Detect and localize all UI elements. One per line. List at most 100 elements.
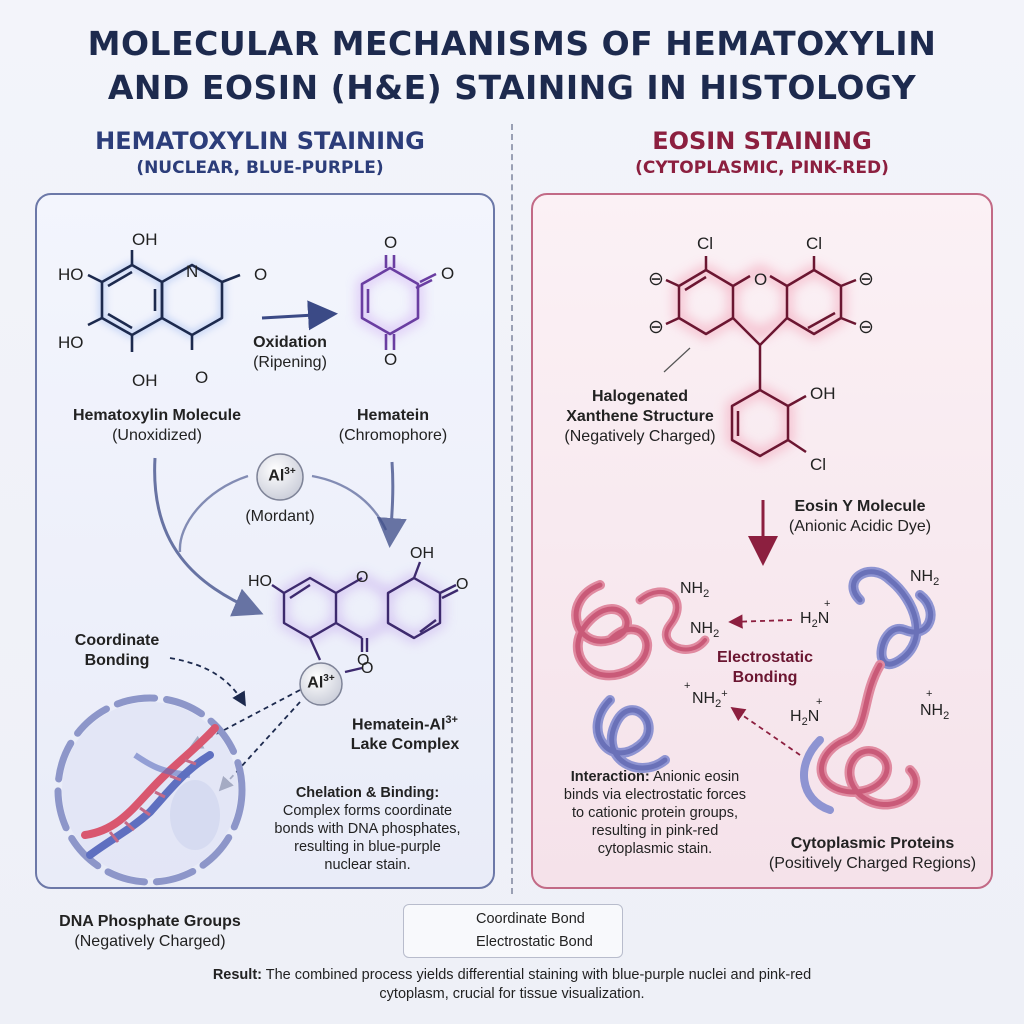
electrostatic-line2: Bonding [732, 669, 798, 686]
hematein-to-complex-arrow [376, 461, 407, 548]
complex-label: Hematein-Al3+ Lake Complex [330, 710, 480, 755]
xanthene-label: Halogenated Xanthene Structure (Negative… [540, 387, 740, 447]
mordant-note: (Mordant) [245, 508, 315, 525]
mordant-ion-circle [256, 453, 304, 501]
chelation-description: Chelation & Binding: Complex forms coord… [255, 784, 480, 874]
interaction-line-5: cytoplasmic stain. [597, 841, 713, 857]
hematein-name: Hematein [356, 407, 430, 424]
amine-group-2-text: NH2 [690, 620, 720, 641]
dna-label: DNA Phosphate Groups (Negatively Charged… [30, 912, 270, 952]
hematein-label: Hematein (Chromophore) [318, 406, 468, 446]
amine-group-2: NH2 [690, 620, 719, 640]
interaction-line-1: Anionic eosin [649, 769, 740, 785]
hematoxylin-title: HEMATOXYLIN STAINING [95, 127, 425, 155]
proteins-note: (Positively Charged Regions) [768, 855, 977, 872]
xanthene-line1: Halogenated [591, 388, 688, 405]
complex-structure [271, 561, 459, 706]
eosin-atom-cl-left: Cl [697, 234, 714, 253]
complex-ion-label: Al3+ [301, 673, 341, 692]
hematein-atom-o-right: O [441, 264, 455, 283]
atom-o-keto: O [254, 265, 268, 284]
complex-atom-o-keto: O [456, 576, 469, 593]
interaction-heading: Interaction: [570, 769, 650, 785]
electrostatic-bonding-label: Electrostatic Bonding [700, 648, 830, 688]
hematein-atom-o-top: O [384, 233, 398, 252]
interaction-line-2: binds via electrostatic forces [563, 787, 747, 803]
charge-symbol-2: ⊖ [648, 317, 664, 338]
nucleus-illustration [54, 694, 246, 886]
eosin-molecule-note: (Anionic Acidic Dye) [788, 518, 932, 535]
legend-electrostatic: Electrostatic Bond [476, 934, 593, 950]
eosin-molecule-label: Eosin Y Molecule (Anionic Acidic Dye) [760, 497, 960, 537]
result-label: Result: [212, 967, 262, 983]
protein-coils [571, 566, 936, 814]
amine-group-3-text: NH2 [910, 568, 940, 589]
eosin-atom-cl-right: Cl [806, 234, 823, 253]
chelation-heading: Chelation & Binding: [295, 785, 440, 801]
result-body: The combined process yields differential… [261, 967, 812, 1002]
amine-group-4: +H2N [800, 598, 831, 631]
hematein-atom-o-bottom: O [384, 350, 398, 369]
eosin-atom-cl-bottom: Cl [810, 455, 827, 474]
atom-oh-bottom: OH [132, 371, 158, 390]
mordant-curve [178, 474, 249, 553]
atom-ho-lower: HO [58, 333, 84, 352]
mordant-ion-label: Al3+ [262, 466, 302, 485]
interaction-line-3: to cationic protein groups, [571, 805, 739, 821]
atom-n: N [186, 262, 199, 281]
amine-group-1: NH2 [680, 580, 709, 600]
atom-oh-top: OH [132, 230, 158, 249]
oxidation-title: Oxidation [253, 334, 327, 351]
hematoxylin-molecule-name: Hematoxylin Molecule [72, 407, 242, 424]
result-text: Result: The combined process yields diff… [212, 966, 812, 1004]
chelation-line-4: nuclear stain. [324, 857, 411, 873]
complex-name-charge: 3+ [445, 714, 458, 726]
amine-group-6: +H2N [790, 696, 823, 729]
hematein-note: (Chromophore) [338, 427, 448, 444]
complex-name-prefix: Hematein-Al [352, 716, 446, 734]
hematein-structure [358, 255, 437, 350]
hematoxylin-molecule-state: (Unoxidized) [112, 427, 202, 444]
coordinate-bonding-line2: Bonding [84, 652, 150, 669]
eosin-structure [663, 256, 857, 462]
title-line-1: MOLECULAR MECHANISMS OF HEMATOXYLIN [87, 24, 937, 63]
hematoxylin-subtitle: (NUCLEAR, BLUE-PURPLE) [136, 158, 384, 178]
xanthene-line2: Xanthene Structure [566, 408, 714, 425]
dna-helix [81, 724, 219, 859]
amine-group-5: +NH2+ [684, 680, 728, 711]
section-divider [511, 124, 513, 894]
amine-group-7: +NH2 [920, 688, 950, 723]
atom-o-ring: O [195, 368, 209, 387]
complex-ion-charge: 3+ [323, 673, 335, 684]
oxidation-arrow [261, 300, 338, 331]
charge-symbol-3: ⊖ [858, 269, 874, 290]
hematoxylin-heading: HEMATOXYLIN STAINING (NUCLEAR, BLUE-PURP… [20, 126, 500, 180]
atom-ho-upper: HO [58, 265, 84, 284]
mordant-ion-charge: 3+ [284, 466, 296, 477]
title-line-2: AND EOSIN (H&E) STAINING IN HISTOLOGY [107, 68, 917, 107]
dna-note: (Negatively Charged) [74, 933, 226, 950]
complex-ion-symbol: Al [307, 674, 324, 692]
legend: Coordinate Bond Electrostatic Bond [403, 904, 623, 958]
proteins-label: Cytoplasmic Proteins (Positively Charged… [760, 834, 985, 874]
charge-symbol-1: ⊖ [648, 269, 664, 290]
amine-group-4-text: H2N [800, 610, 830, 631]
amine-group-1-text: NH2 [680, 580, 710, 601]
coordinate-bonding-label: Coordinate Bonding [62, 631, 172, 671]
complex-name-suffix: Lake Complex [350, 736, 460, 754]
legend-coordinate: Coordinate Bond [476, 911, 585, 927]
mordant-ion-symbol: Al [268, 467, 285, 485]
amine-group-3: NH2 [910, 568, 939, 588]
amine-group-7-text: NH2 [920, 702, 950, 723]
hematoxylin-structure [87, 250, 241, 352]
hematoxylin-to-complex-arrow [153, 457, 264, 617]
electrostatic-arrows [728, 614, 801, 756]
proteins-name: Cytoplasmic Proteins [790, 835, 955, 852]
dna-name: DNA Phosphate Groups [59, 913, 241, 930]
amine-group-6-text: H2N [790, 708, 820, 729]
charge-symbol-4: ⊖ [858, 317, 874, 338]
complex-atom-o-bridge: O [356, 569, 369, 586]
electrostatic-line1: Electrostatic [716, 649, 814, 666]
eosin-molecule-name: Eosin Y Molecule [794, 498, 926, 515]
